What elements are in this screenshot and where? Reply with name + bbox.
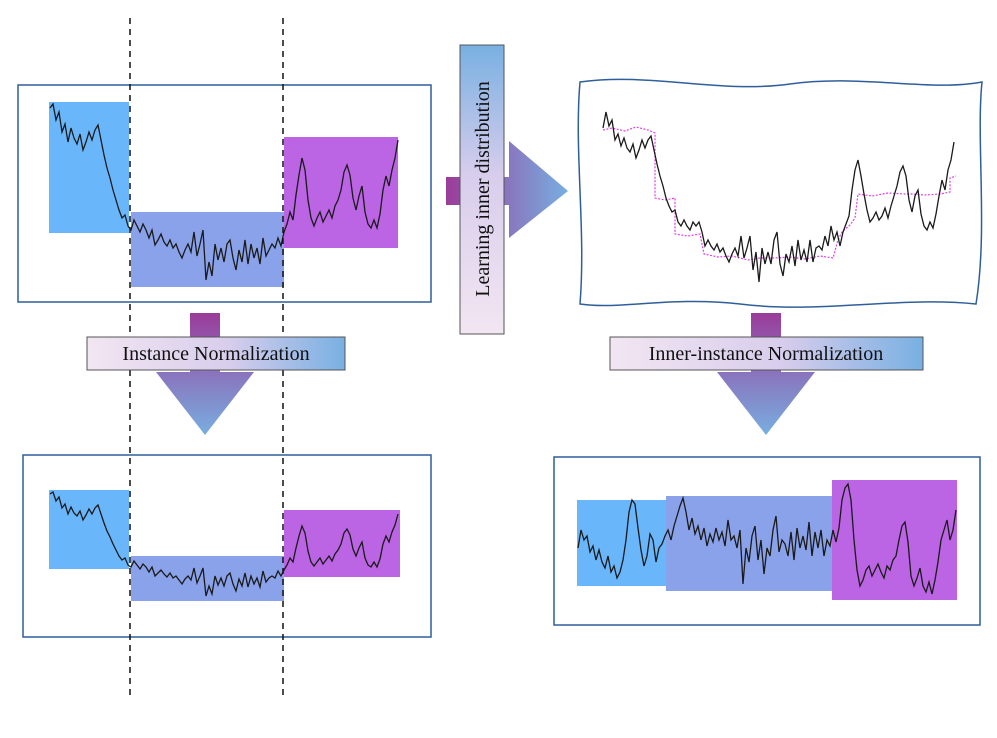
down-arrow-icon (156, 313, 254, 435)
segment-2 (131, 556, 284, 601)
signal-line (602, 111, 955, 283)
instance-normalized-panel (22, 454, 432, 638)
down-arrow-icon (717, 313, 815, 435)
segment-1 (49, 102, 129, 233)
learning-inner-distribution-label: Learning inner distribution (459, 44, 505, 335)
signal-line (49, 490, 399, 597)
original-series-panel (17, 84, 432, 303)
segment-1 (49, 490, 129, 569)
inner-instance-normalized-panel (553, 456, 981, 626)
inner-distribution-panel (577, 78, 983, 308)
wavy-frame (577, 78, 983, 308)
inner-instance-normalization-label: Inner-instance Normalization (609, 336, 924, 371)
signal-line (577, 482, 957, 595)
segment-3 (284, 137, 398, 248)
instance-normalization-label: Instance Normalization (86, 336, 346, 371)
instance-normalization-text: Instance Normalization (122, 343, 309, 365)
segment-1 (577, 500, 667, 586)
right-arrow-icon (446, 141, 568, 238)
signal-line (49, 102, 399, 281)
segment-3 (284, 510, 400, 577)
learning-inner-distribution-text: Learning inner distribution (472, 81, 494, 297)
segment-3 (832, 480, 957, 600)
inner-instance-normalization-text: Inner-instance Normalization (649, 343, 884, 365)
